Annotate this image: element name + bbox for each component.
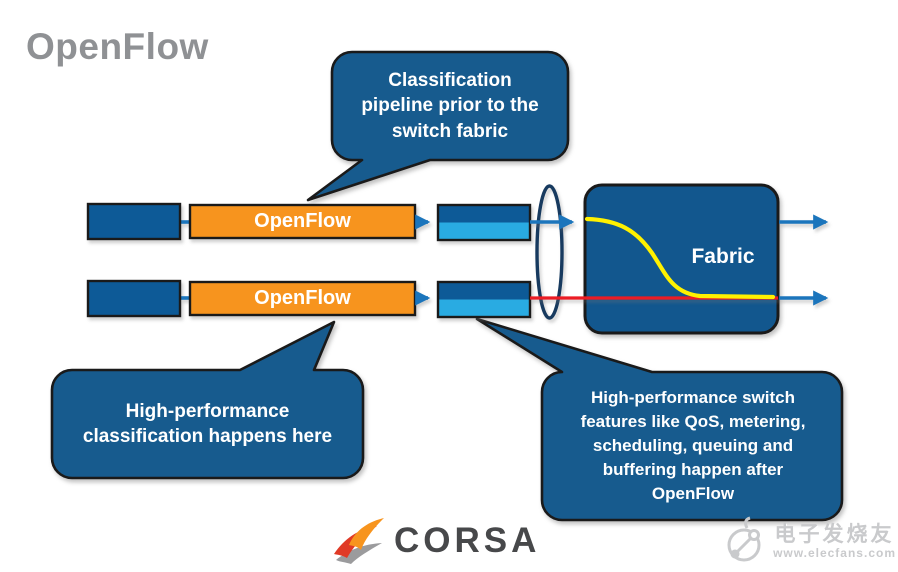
fabric-box — [583, 183, 780, 335]
row2-ingress-box — [86, 279, 182, 318]
elecfans-icon — [727, 516, 761, 562]
watermark-url: www.elecfans.com — [773, 546, 896, 561]
pipeline-row-1 — [86, 202, 532, 242]
callout-bubbles — [50, 50, 844, 522]
yellow-flow-curve — [584, 216, 776, 300]
watermark-title: 电子发烧友 — [774, 523, 895, 547]
callout-bottom-left-bubble — [50, 320, 365, 480]
corsa-logo-text: CORSA — [394, 521, 541, 560]
callout-bottom-right-bubble — [475, 317, 844, 522]
callout-top-bubble — [306, 50, 570, 202]
watermark: 电子发烧友 www.elecfans.com — [721, 516, 896, 568]
row2-openflow-box — [188, 280, 417, 317]
page-title: OpenFlow — [26, 26, 209, 67]
fabric-group — [583, 183, 780, 335]
row1-ingress-box — [86, 202, 182, 241]
row1-queue-box-top — [438, 205, 530, 223]
row2-queue-box-top — [438, 282, 530, 300]
corsa-logo: CORSA — [332, 518, 540, 564]
swoosh-gray — [336, 543, 382, 564]
row2-queue-box-bottom — [438, 299, 530, 317]
swoosh-orange — [349, 518, 384, 550]
pipeline-row-2 — [86, 279, 532, 319]
row1-queue-box-bottom — [438, 222, 530, 240]
egress-arrows — [779, 214, 829, 306]
row1-openflow-box — [188, 203, 417, 240]
crossbar-ellipse — [535, 184, 564, 320]
corsa-swoosh-icon — [334, 518, 384, 564]
